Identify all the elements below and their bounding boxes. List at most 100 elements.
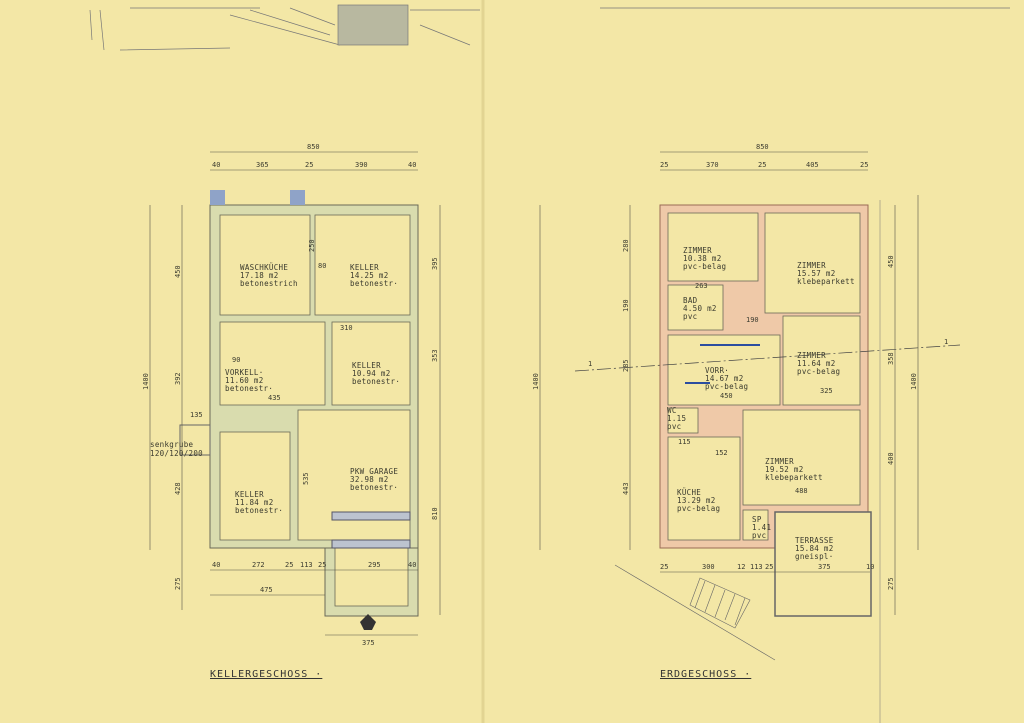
north-arrow-icon [360,614,376,630]
room-finish: pvc [683,312,697,321]
dimension-label: 263 [695,282,708,290]
section-marker-left: 1 [588,360,592,368]
dimension-label: 113 [300,561,313,569]
dimension-label: 1400 [532,373,540,390]
room-name: BAD [683,296,698,305]
room-area: 11.64 m2 [797,359,836,368]
dimension-label: 285 [622,359,630,372]
room-finish: pvc-belag [705,382,748,391]
dimension-label: 280 [622,239,630,252]
dimension-label: 475 [260,586,273,594]
dimension-label: 10 [866,563,874,571]
dimension-label: 850 [756,143,769,151]
dimension-label: 80 [318,262,326,270]
room-name: KELLER [350,263,379,272]
room-name: PKW GARAGE [350,467,398,476]
dimension-label: 152 [715,449,728,457]
room-finish: betonestr· [225,384,273,393]
dimension-label: 1400 [910,373,918,390]
dimension-label: 1400 [142,373,150,390]
dimension-label: 435 [268,394,281,402]
dimension-label: 25 [860,161,868,169]
dimension-label: 310 [340,324,353,332]
elevation-sketch [89,4,1010,51]
kellergeschoss-plan [179,190,419,630]
dimension-label: 90 [232,356,240,364]
dimension-label: 135 [190,411,203,419]
room-area: 32.98 m2 [350,475,389,484]
senkgrube-label: senkgrube [150,440,194,449]
room-finish: betonestr· [235,506,283,515]
dimension-label: 190 [622,299,630,312]
dimension-label: 443 [622,482,630,495]
room-area: 10.38 m2 [683,254,722,263]
senkgrube-size: 120/120/200 [150,449,203,458]
room-finish: pvc-belag [683,262,726,271]
room-finish: betonestrich [240,279,298,288]
room-name: KÜCHE [677,488,701,497]
dimension-label: 275 [887,577,895,590]
room-area: 4.50 m2 [683,304,717,313]
dimension-label: 325 [820,387,833,395]
room-name: ZIMMER [797,351,826,360]
room-area: 15.57 m2 [797,269,836,278]
room-finish: betonestr· [352,377,400,386]
room-name: KELLER [352,361,381,370]
dimension-label: 353 [431,349,439,362]
dimension-label: 850 [307,143,320,151]
room-area: 10.94 m2 [352,369,391,378]
dimension-label: 810 [431,507,439,520]
room-area: 13.29 m2 [677,496,716,505]
dimension-label: 405 [806,161,819,169]
room-finish: pvc [667,422,681,431]
kellergeschoss-title: KELLERGESCHOSS · [210,669,322,680]
room-finish: gneispl· [795,552,834,561]
room-finish: pvc [752,531,766,540]
room-area: 1.15 [667,414,686,423]
room-finish: pvc-belag [677,504,720,513]
section-marker-right: 1 [944,338,948,346]
dimension-label: 450 [887,255,895,268]
dimension-label: 450 [174,265,182,278]
room-name: SP [752,515,762,524]
dimension-label: 25 [285,561,293,569]
dimension-label: 375 [818,563,831,571]
room-finish: klebeparkett [797,277,855,286]
dimension-label: 12 [737,563,745,571]
dimension-label: 115 [678,438,691,446]
dimension-label: 390 [355,161,368,169]
dimension-label: 392 [174,372,182,385]
room-area: 11.84 m2 [235,498,274,507]
dimension-label: 300 [702,563,715,571]
room-finish: betonestr· [350,279,398,288]
room-finish: pvc-belag [797,367,840,376]
dimension-label: 25 [660,563,668,571]
room-name: VORR· [705,366,729,375]
room-finish: klebeparkett [765,473,823,482]
room-area: 14.67 m2 [705,374,744,383]
room-area: 17.18 m2 [240,271,279,280]
dimension-label: 272 [252,561,265,569]
dimension-label: 190 [746,316,759,324]
room-finish: betonestr· [350,483,398,492]
room-name: WC [667,406,677,415]
room-name: WASCHKÜCHE [240,263,288,272]
dimension-label: 375 [362,639,375,647]
erdgeschoss-plan [614,200,881,723]
dimension-label: 488 [795,487,808,495]
outdoor-stairs [614,564,776,661]
dimension-label: 275 [174,577,182,590]
room-name: ZIMMER [797,261,826,270]
dimension-label: 40 [408,161,416,169]
dimension-label: 535 [302,472,310,485]
room-area: 15.84 m2 [795,544,834,553]
room-area: 1.41 [752,523,771,532]
room-area: 19.52 m2 [765,465,804,474]
dimension-label: 358 [887,352,895,365]
dimension-label: 450 [720,392,733,400]
room-name: VORKELL· [225,368,264,377]
dimension-label: 370 [706,161,719,169]
dimension-label: 25 [318,561,326,569]
dimension-label: 25 [765,563,773,571]
room-area: 14.25 m2 [350,271,389,280]
